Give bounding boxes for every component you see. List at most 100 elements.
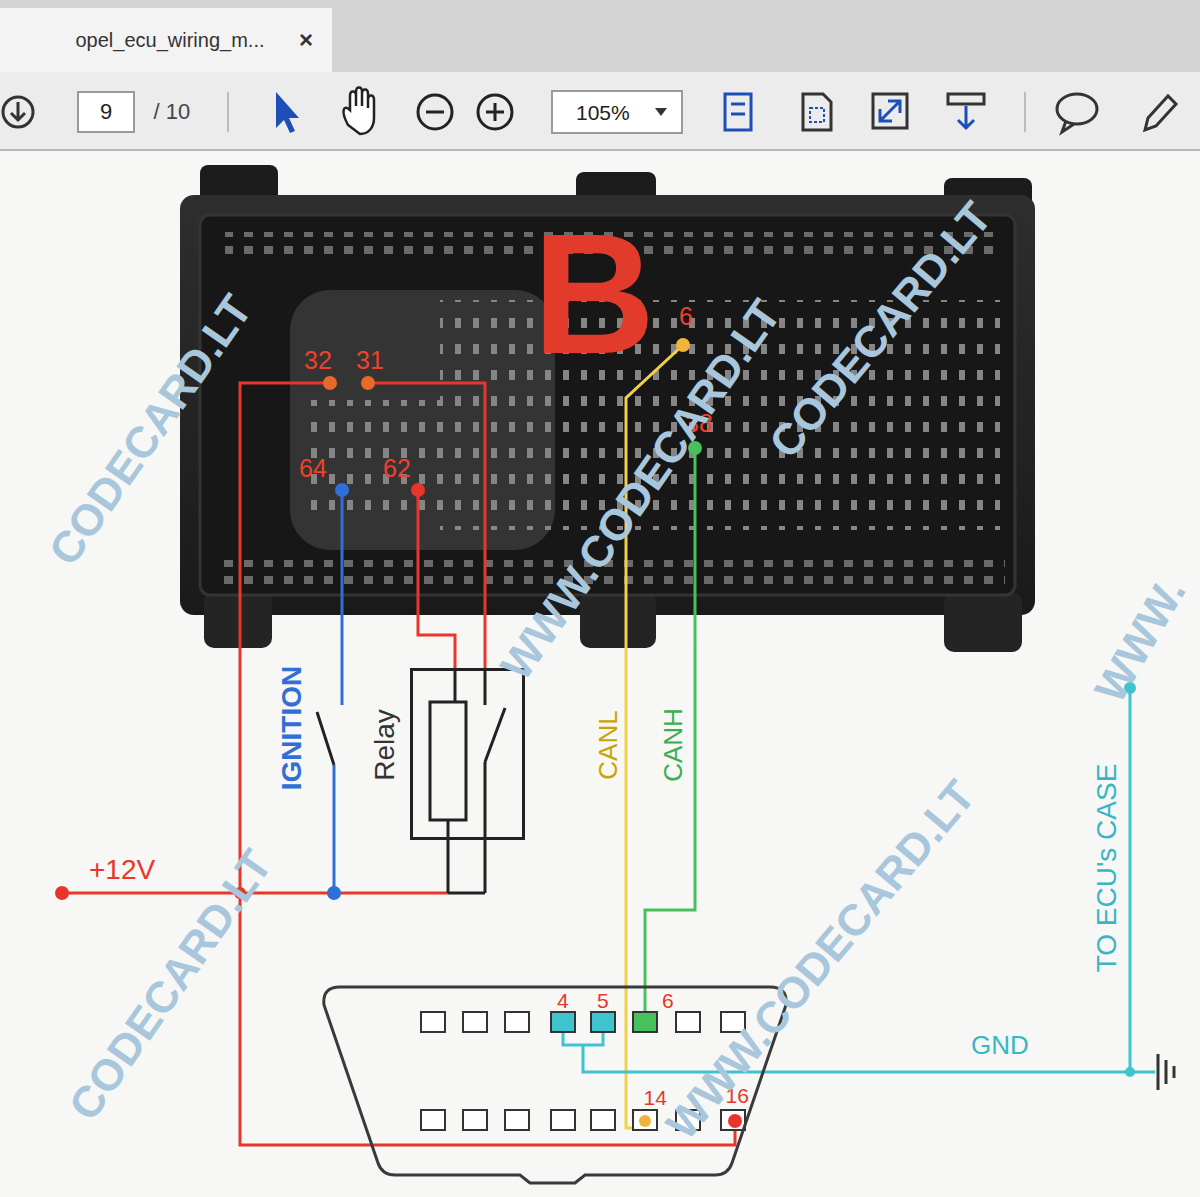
viewer-toolbar	[1024, 92, 1026, 132]
viewer-toolbar	[655, 108, 667, 116]
viewer-toolbar	[11, 102, 25, 120]
viewer-toolbar	[344, 88, 374, 135]
page-count: / 10	[154, 101, 191, 123]
pin-number: 32	[304, 348, 332, 373]
wire	[320, 1130, 735, 1145]
tab-title: opel_ecu_wiring_m...	[76, 30, 265, 50]
watermark: WWW.	[1088, 571, 1193, 709]
viewer-toolbar	[478, 95, 512, 129]
viewer-toolbar	[227, 92, 229, 132]
wire-dot	[327, 886, 341, 900]
viewer-toolbar	[3, 97, 33, 127]
ground-note: TO ECU's CASE	[1093, 764, 1121, 973]
ecu-illustration	[944, 592, 1022, 652]
relay-box: Relay	[368, 668, 525, 840]
wire-dot	[323, 376, 337, 390]
pin-number: 14	[644, 1087, 667, 1108]
wire	[645, 645, 695, 985]
watermark: CODECARD.LT	[41, 288, 259, 573]
relay-symbol	[484, 668, 487, 705]
wire	[62, 345, 1155, 1145]
ground-symbol	[1157, 1054, 1160, 1090]
signal-name: IGNITION	[278, 666, 306, 790]
watermark: WWW.CODECARD.LT	[658, 773, 982, 1147]
viewer-toolbar	[78, 92, 134, 132]
obd-pins	[633, 1110, 657, 1130]
obd-pins	[591, 1110, 615, 1130]
viewer-toolbar	[0, 72, 1200, 150]
obd-pins	[463, 1012, 487, 1032]
obd-pins	[463, 1110, 487, 1130]
pin-number: 64	[299, 456, 327, 481]
relay-outline	[410, 668, 525, 840]
zoom-level: 105%	[576, 102, 630, 123]
wire-dot	[335, 483, 349, 497]
viewer-toolbar	[803, 94, 831, 130]
relay-label: Relay	[371, 709, 399, 781]
ecu-illustration	[580, 592, 656, 648]
viewer-toolbar	[0, 149, 1200, 151]
watermark: CODECARD.LT	[61, 843, 279, 1128]
connector-letter: B	[533, 226, 656, 362]
page-number: 9	[100, 101, 112, 123]
obd-pins	[676, 1012, 700, 1032]
viewer-toolbar	[0, 0, 1200, 150]
obd-pins	[551, 1110, 575, 1130]
obd-pins	[551, 1012, 575, 1032]
wire	[583, 1045, 1155, 1072]
viewer-toolbar	[948, 94, 984, 104]
obd-pins	[421, 1012, 445, 1032]
relay-symbol	[430, 668, 505, 840]
watermark: CODECARD.LT	[761, 194, 998, 465]
viewer-toolbar	[725, 94, 751, 130]
wire	[644, 985, 647, 1012]
wire	[1129, 688, 1132, 1072]
ecu-illustration	[204, 590, 272, 648]
wire-dot	[728, 1114, 742, 1128]
pin-number: 4	[557, 990, 569, 1011]
relay-symbol	[447, 820, 450, 840]
viewer-toolbar	[0, 0, 1200, 72]
relay-symbol	[485, 708, 505, 762]
wire-dot	[55, 338, 1136, 1128]
pin-number: 5	[597, 990, 609, 1011]
pin-number: 62	[383, 456, 411, 481]
signal-name: CANL	[594, 710, 620, 779]
obd-pins	[421, 1110, 445, 1130]
ecu-illustration	[180, 165, 1035, 652]
wire	[341, 490, 344, 705]
viewer-toolbar	[418, 95, 452, 129]
relay-symbol	[484, 762, 487, 840]
viewer-toolbar	[1057, 94, 1097, 124]
wire	[625, 645, 628, 985]
obd-pins	[721, 1110, 745, 1130]
wire-dot	[411, 483, 425, 497]
viewer-toolbar	[486, 103, 504, 121]
viewer-toolbar	[873, 94, 907, 128]
viewer-toolbar	[1062, 121, 1074, 132]
viewer-toolbar	[958, 106, 974, 128]
viewer-toolbar	[276, 92, 299, 133]
wire-dot	[676, 338, 690, 352]
wire	[368, 383, 485, 645]
ground-symbol	[1173, 1066, 1176, 1078]
wire	[484, 645, 487, 668]
wire	[317, 712, 334, 765]
pin-number: 31	[356, 348, 384, 373]
supply-label: +12V	[89, 856, 155, 884]
wire	[447, 840, 450, 893]
wire	[333, 765, 336, 893]
ground-symbol	[1158, 1054, 1174, 1090]
obd-pins	[505, 1110, 529, 1130]
wire	[563, 1032, 603, 1045]
wire	[448, 892, 485, 895]
viewer-toolbar	[1145, 96, 1176, 130]
obd-pins	[633, 1012, 657, 1032]
wire	[694, 448, 697, 645]
wire	[418, 490, 455, 645]
pin-number: 6	[662, 990, 674, 1011]
relay-symbol	[454, 668, 457, 702]
